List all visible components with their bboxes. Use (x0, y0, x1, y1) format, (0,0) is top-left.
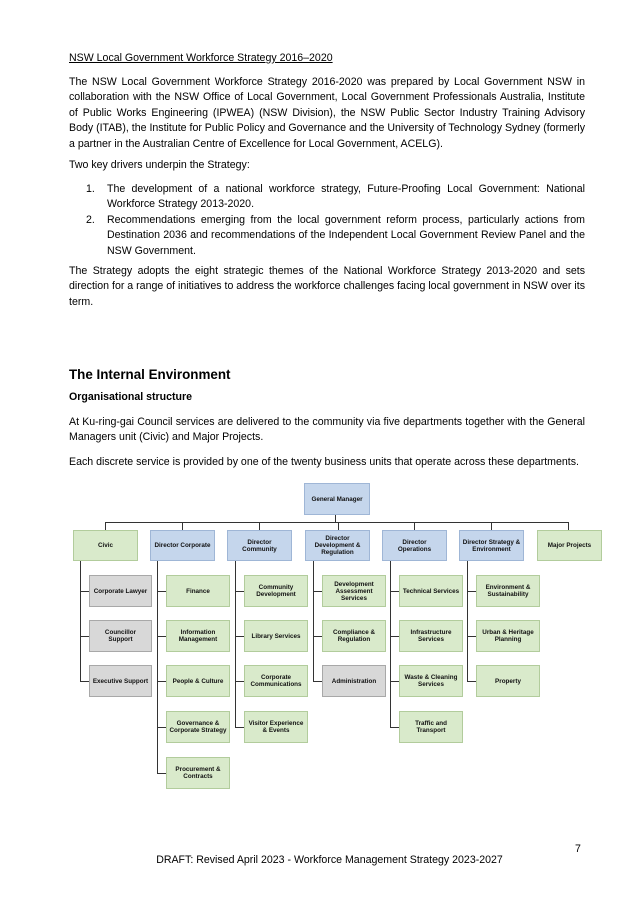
connector-line (235, 561, 236, 727)
connector-line (414, 522, 415, 530)
department-box-operations: Director Operations (382, 530, 447, 561)
list-item: 1. The development of a national workfor… (69, 182, 585, 213)
unit-box: Governance & Corporate Strategy (166, 711, 230, 743)
connector-line (235, 681, 244, 682)
unit-box: Corporate Communications (244, 665, 308, 697)
unit-box: Finance (166, 575, 230, 607)
connector-line (235, 727, 244, 728)
department-box-major-projects: Major Projects (537, 530, 602, 561)
connector-line (157, 636, 166, 637)
section-heading: The Internal Environment (69, 367, 231, 382)
connector-line (467, 681, 476, 682)
internal-paragraph-2: Each discrete service is provided by one… (69, 456, 579, 468)
unit-box: Urban & Heritage Planning (476, 620, 540, 652)
connector-line (338, 522, 339, 530)
list-text: Recommendations emerging from the local … (107, 213, 585, 257)
unit-box: Corporate Lawyer (89, 575, 152, 607)
connector-line (335, 515, 336, 522)
connector-line (80, 681, 89, 682)
general-manager-box: General Manager (304, 483, 370, 515)
unit-box: Environment & Sustainability (476, 575, 540, 607)
connector-line (105, 522, 569, 523)
connector-line (259, 522, 260, 530)
connector-line (235, 636, 244, 637)
connector-line (182, 522, 183, 530)
unit-box: Visitor Experience & Events (244, 711, 308, 743)
connector-line (390, 591, 399, 592)
list-number: 2. (86, 213, 95, 226)
internal-paragraph-1: At Ku-ring-gai Council services are deli… (69, 416, 585, 444)
connector-line (157, 591, 166, 592)
list-text: The development of a national workforce … (107, 183, 585, 211)
connector-line (157, 681, 166, 682)
unit-box: Procurement & Contracts (166, 757, 230, 789)
connector-line (157, 773, 166, 774)
connector-line (390, 561, 391, 727)
connector-line (467, 591, 476, 592)
page-number: 7 (575, 843, 581, 855)
unit-box: Development Assessment Services (322, 575, 386, 607)
connector-line (467, 636, 476, 637)
list-item: 2. Recommendations emerging from the loc… (69, 213, 585, 259)
unit-box: Administration (322, 665, 386, 697)
drivers-list: 1. The development of a national workfor… (69, 182, 585, 259)
connector-line (390, 727, 399, 728)
unit-box: Traffic and Transport (399, 711, 463, 743)
connector-line (390, 681, 399, 682)
list-number: 1. (86, 183, 95, 195)
connector-line (313, 681, 322, 682)
connector-line (157, 727, 166, 728)
connector-line (313, 591, 322, 592)
strategy-paragraph-2: Two key drivers underpin the Strategy: (69, 159, 250, 171)
connector-line (313, 636, 322, 637)
department-box-corporate: Director Corporate (150, 530, 215, 561)
connector-line (491, 522, 492, 530)
department-box-strategy: Director Strategy & Environment (459, 530, 524, 561)
connector-line (105, 522, 106, 530)
connector-line (80, 636, 89, 637)
subsection-heading: Organisational structure (69, 391, 193, 403)
strategy-paragraph-3: The Strategy adopts the eight strategic … (69, 265, 585, 308)
unit-box: Waste & Cleaning Services (399, 665, 463, 697)
connector-line (80, 591, 89, 592)
unit-box: Infrastructure Services (399, 620, 463, 652)
unit-box: Compliance & Regulation (322, 620, 386, 652)
connector-line (568, 522, 569, 530)
department-box-development: Director Development & Regulation (305, 530, 370, 561)
connector-line (313, 561, 314, 682)
strategy-heading: NSW Local Government Workforce Strategy … (69, 52, 333, 64)
unit-box: Property (476, 665, 540, 697)
connector-line (467, 561, 468, 682)
connector-line (80, 561, 81, 682)
department-box-community: Director Community (227, 530, 292, 561)
connector-line (390, 636, 399, 637)
unit-box: People & Culture (166, 665, 230, 697)
strategy-paragraph-1: The NSW Local Government Workforce Strat… (69, 76, 586, 150)
unit-box: Technical Services (399, 575, 463, 607)
unit-box: Library Services (244, 620, 308, 652)
connector-line (157, 561, 158, 773)
unit-box: Community Development (244, 575, 308, 607)
unit-box: Information Management (166, 620, 230, 652)
department-box-civic: Civic (73, 530, 138, 561)
connector-line (235, 591, 244, 592)
unit-box: Executive Support (89, 665, 152, 697)
unit-box: Councillor Support (89, 620, 152, 652)
page-footer: DRAFT: Revised April 2023 - Workforce Ma… (156, 854, 503, 866)
